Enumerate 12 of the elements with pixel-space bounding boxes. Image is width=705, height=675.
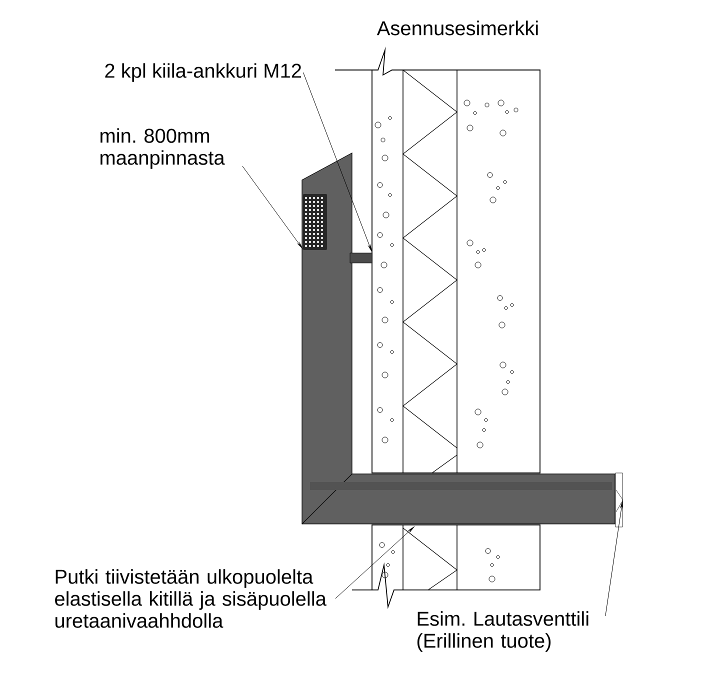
leader-line	[303, 72, 372, 252]
title: Asennusesimerkki	[376, 20, 538, 36]
leader-line	[605, 501, 623, 616]
valve-drawing	[615, 472, 624, 528]
leader-line	[335, 526, 414, 599]
callout-text: Esim. Lautasventtili (Erillinen tuote)	[417, 611, 588, 652]
note-text: Putki tiivistetään ulkopuolelta elastisella kitillä ja sisäpuolella uretaanivaahhdolla	[55, 569, 326, 628]
anchor-bar	[350, 252, 372, 264]
callout-text: 2 kpl kiila-ankkuri M12	[105, 63, 301, 82]
callout-text: min. 800mm maanpinnasta	[100, 128, 225, 169]
vent-grille	[303, 194, 327, 250]
leader-line	[242, 166, 303, 249]
